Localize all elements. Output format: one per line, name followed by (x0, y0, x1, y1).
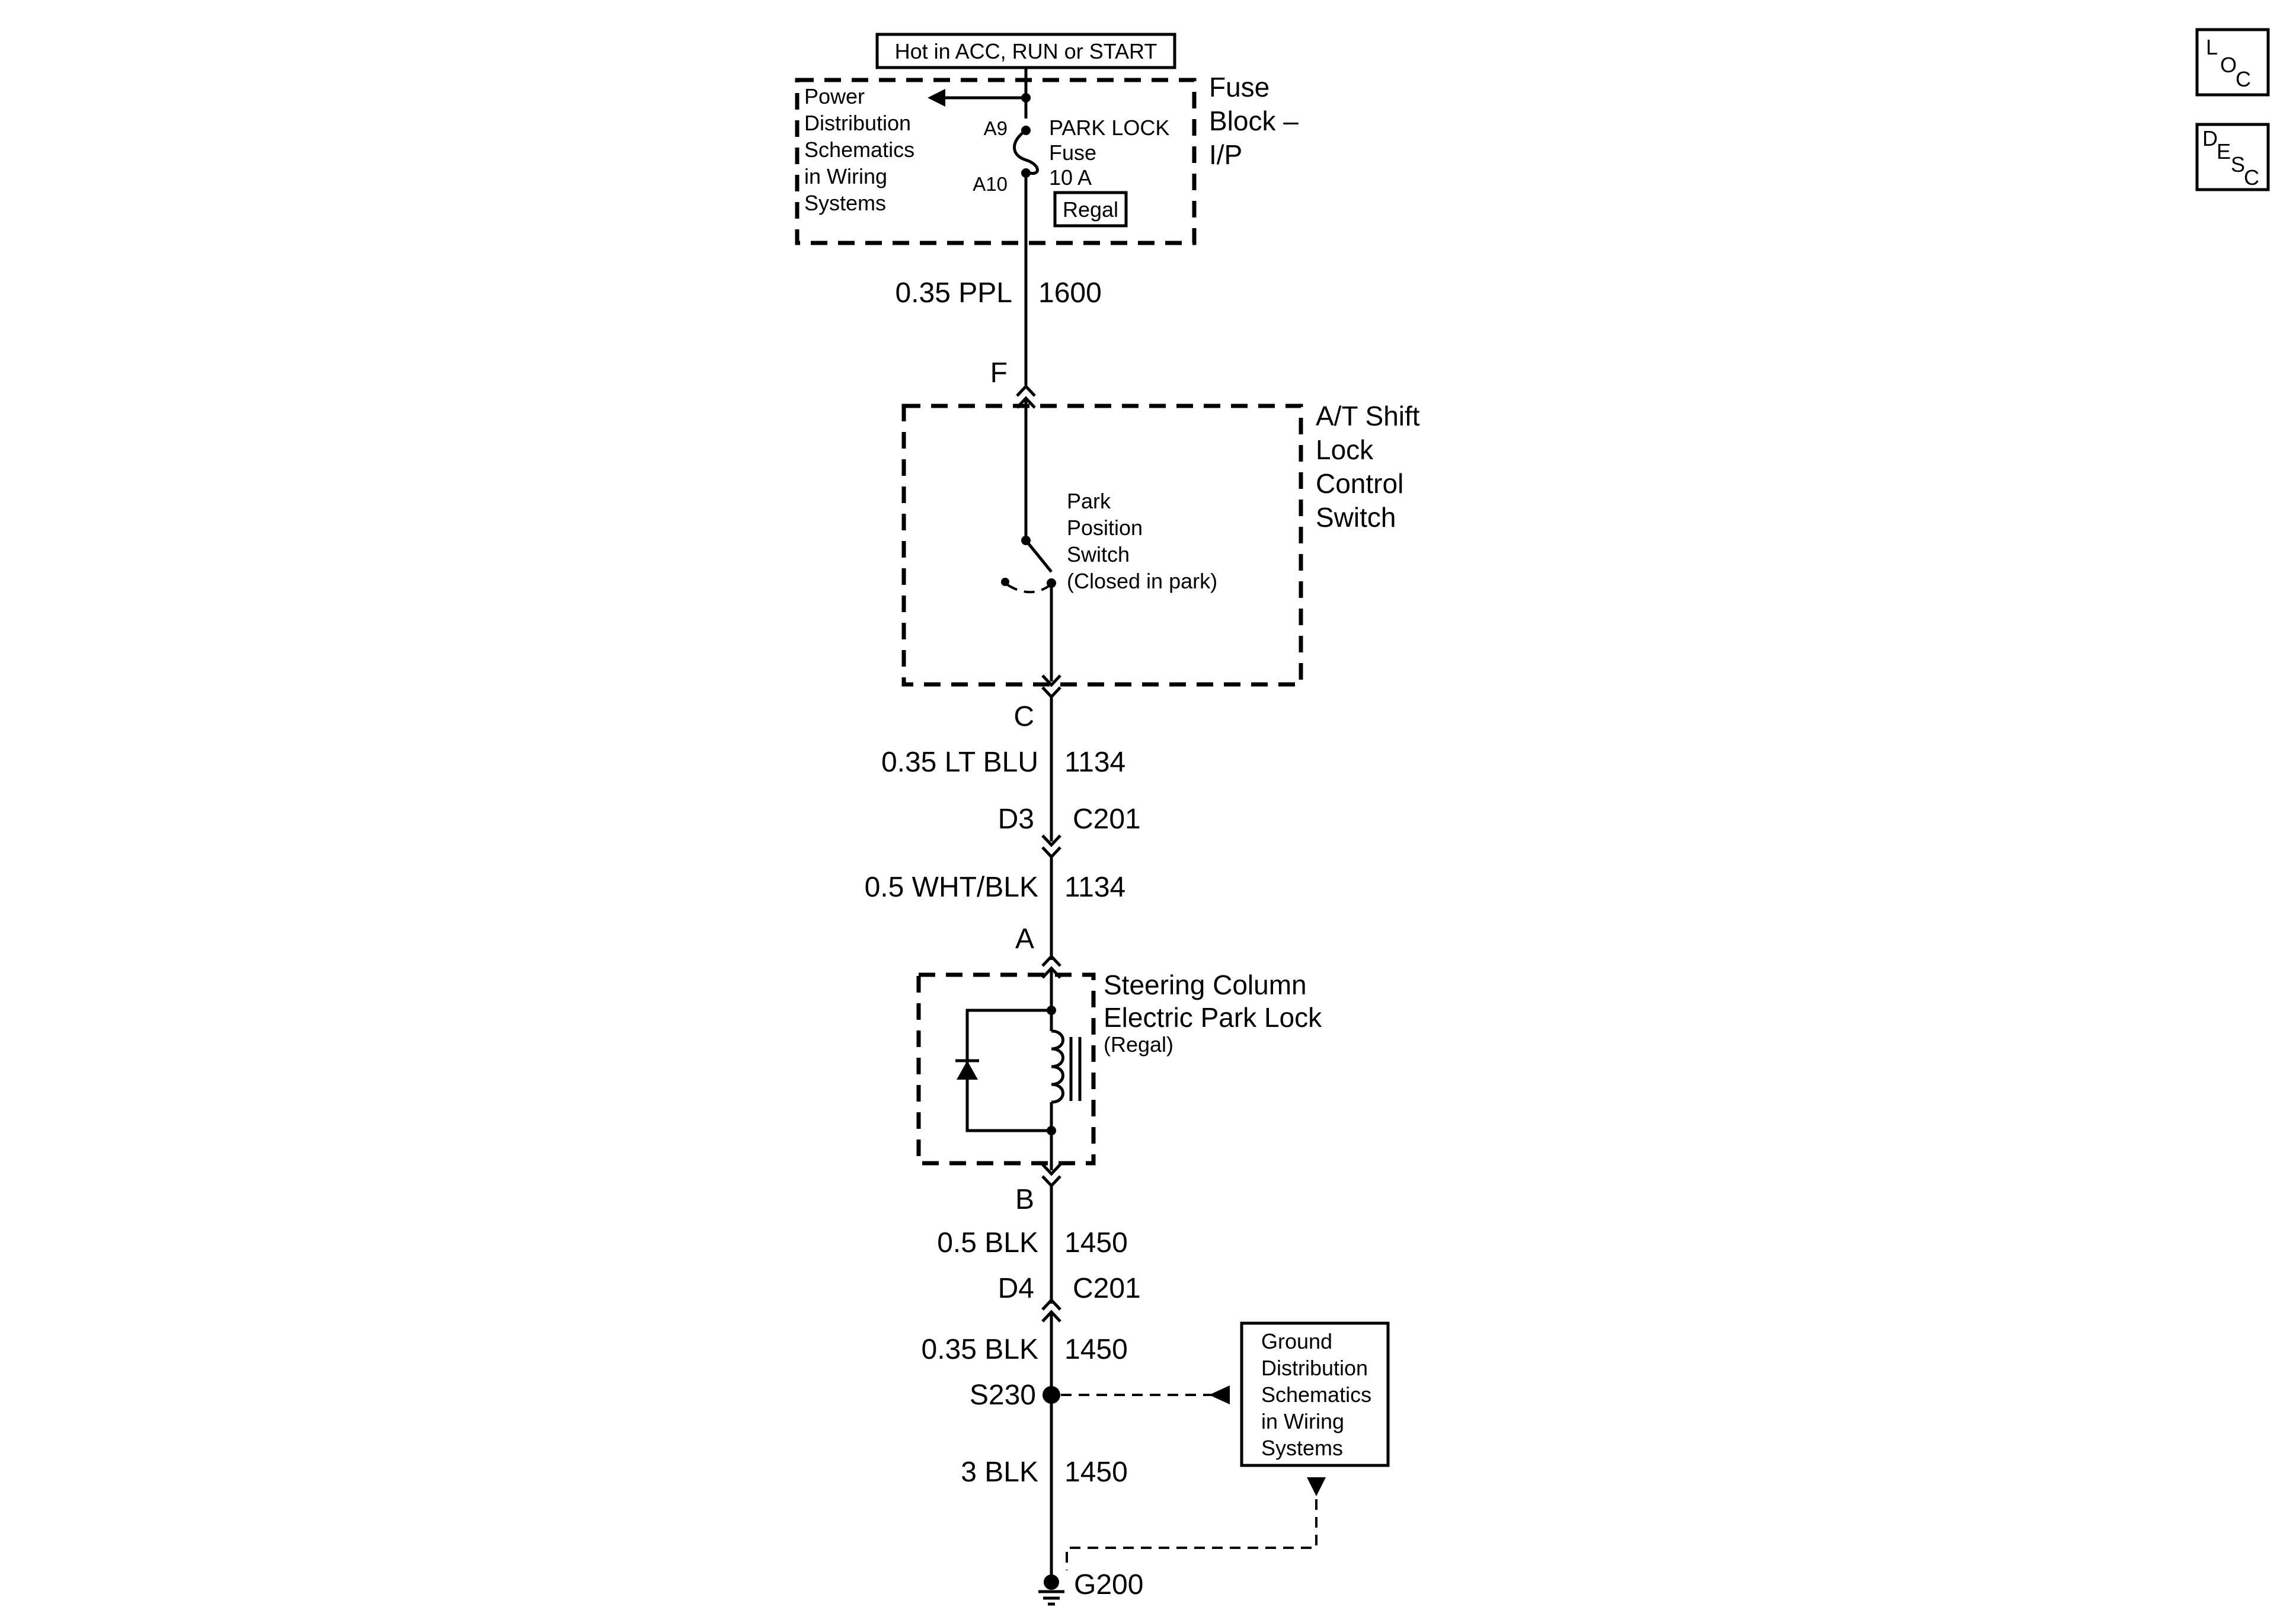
power-distribution-reference[interactable]: Power Distribution Schematics in Wiring … (804, 84, 914, 215)
svg-text:(Regal): (Regal) (1104, 1032, 1173, 1057)
splice-label: S230 (970, 1379, 1036, 1411)
svg-text:I/P: I/P (1209, 139, 1242, 170)
desc-icon[interactable]: D E S C (2195, 123, 2270, 191)
svg-text:Ground: Ground (1261, 1329, 1332, 1353)
svg-text:Schematics: Schematics (1261, 1382, 1371, 1407)
ground-g200-icon (1038, 1574, 1064, 1606)
wire-1450b-color: 0.35 BLK (922, 1334, 1038, 1365)
arrow-left-icon (928, 89, 945, 107)
wire-1600-color: 0.35 PPL (896, 277, 1012, 309)
svg-text:O: O (2220, 53, 2237, 77)
c201-d4-pin: D4 (998, 1273, 1034, 1304)
connector-pin-a: A (1015, 923, 1034, 955)
svg-text:L: L (2206, 35, 2218, 59)
wire-1134b-color: 0.5 WHT/BLK (865, 872, 1038, 903)
wire-1450c-circuit: 1450 (1064, 1457, 1128, 1488)
svg-text:Schematics: Schematics (804, 137, 914, 162)
connector-pin-b: B (1015, 1184, 1034, 1215)
svg-text:PARK LOCK: PARK LOCK (1049, 116, 1169, 140)
wire-1450b-circuit: 1450 (1064, 1334, 1128, 1365)
svg-text:E: E (2217, 139, 2231, 164)
connector-a-icon (1041, 954, 1061, 967)
svg-text:A/T Shift: A/T Shift (1316, 401, 1420, 431)
svg-text:Power: Power (804, 84, 865, 108)
wire-1134a-color: 0.35 LT BLU (881, 747, 1038, 778)
connector-d4-icon (1041, 1298, 1061, 1311)
svg-text:D: D (2202, 126, 2218, 151)
svg-text:Block –: Block – (1209, 105, 1299, 136)
svg-text:C: C (2236, 67, 2251, 91)
svg-text:Switch: Switch (1067, 542, 1130, 566)
diode-icon (957, 1061, 978, 1080)
splice-s230-icon (1043, 1386, 1060, 1404)
switch-blade-icon (1025, 539, 1053, 573)
svg-text:(Closed in park): (Closed in park) (1067, 569, 1217, 593)
loc-icon[interactable]: L O C (2195, 28, 2270, 97)
svg-text:Distribution: Distribution (804, 111, 911, 135)
connector-b-icon (1041, 1163, 1061, 1176)
connector-f-icon (1016, 384, 1036, 397)
fuse-icon (1013, 129, 1039, 175)
ground-label: G200 (1074, 1569, 1143, 1601)
wire-1600-circuit: 1600 (1038, 277, 1102, 309)
steering-column-park-lock: Steering Column Electric Park Lock (Rega… (916, 968, 1322, 1170)
wire-1134b-circuit: 1134 (1064, 872, 1125, 903)
svg-text:Electric Park Lock: Electric Park Lock (1104, 1002, 1322, 1033)
connector-d3-icon (1041, 834, 1061, 847)
svg-text:Control: Control (1316, 468, 1403, 499)
svg-text:Steering Column: Steering Column (1104, 969, 1307, 1000)
c201-d3-name: C201 (1073, 804, 1141, 835)
solenoid-coil-icon (1051, 1029, 1064, 1104)
svg-text:Systems: Systems (804, 191, 886, 215)
svg-text:Lock: Lock (1316, 434, 1374, 465)
arrow-left-icon (1209, 1385, 1230, 1404)
connector-pin-c: C (1013, 701, 1034, 732)
wire-1450a-circuit: 1450 (1064, 1227, 1128, 1259)
svg-text:10 A: 10 A (1049, 165, 1092, 190)
svg-text:Systems: Systems (1261, 1436, 1343, 1460)
connector-pin-f: F (990, 357, 1008, 389)
fuse-block: Fuse Block – I/P Power Distribution Sche… (795, 68, 1299, 245)
regal-badge: Regal (1053, 191, 1128, 228)
wire-1450c-color: 3 BLK (961, 1457, 1038, 1488)
svg-text:Position: Position (1067, 516, 1143, 540)
power-condition-box: Hot in ACC, RUN or START (875, 33, 1176, 69)
svg-text:Fuse: Fuse (1049, 140, 1096, 165)
wire-1450a-color: 0.5 BLK (937, 1227, 1038, 1259)
svg-text:in Wiring: in Wiring (804, 164, 887, 188)
svg-text:S: S (2231, 152, 2245, 177)
shift-lock-control-switch: A/T Shift Lock Control Switch Park Posit… (901, 398, 1420, 687)
connector-c-icon (1041, 674, 1061, 687)
svg-text:A10: A10 (973, 173, 1008, 195)
c201-d3-pin: D3 (998, 804, 1034, 835)
svg-text:Fuse: Fuse (1209, 72, 1269, 103)
ground-distribution-reference[interactable]: Ground Distribution Schematics in Wiring… (1240, 1321, 1390, 1467)
svg-text:Distribution: Distribution (1261, 1356, 1368, 1380)
c201-d4-name: C201 (1073, 1273, 1141, 1304)
wire-1134a-circuit: 1134 (1064, 747, 1125, 778)
arrow-down-icon (1307, 1477, 1326, 1496)
svg-text:in Wiring: in Wiring (1261, 1409, 1344, 1433)
svg-text:Switch: Switch (1316, 502, 1396, 533)
svg-text:Regal: Regal (1063, 197, 1118, 222)
svg-text:Hot in ACC, RUN or START: Hot in ACC, RUN or START (895, 39, 1157, 63)
svg-text:C: C (2244, 165, 2259, 190)
svg-text:A9: A9 (984, 117, 1008, 139)
svg-text:Park: Park (1067, 489, 1111, 513)
